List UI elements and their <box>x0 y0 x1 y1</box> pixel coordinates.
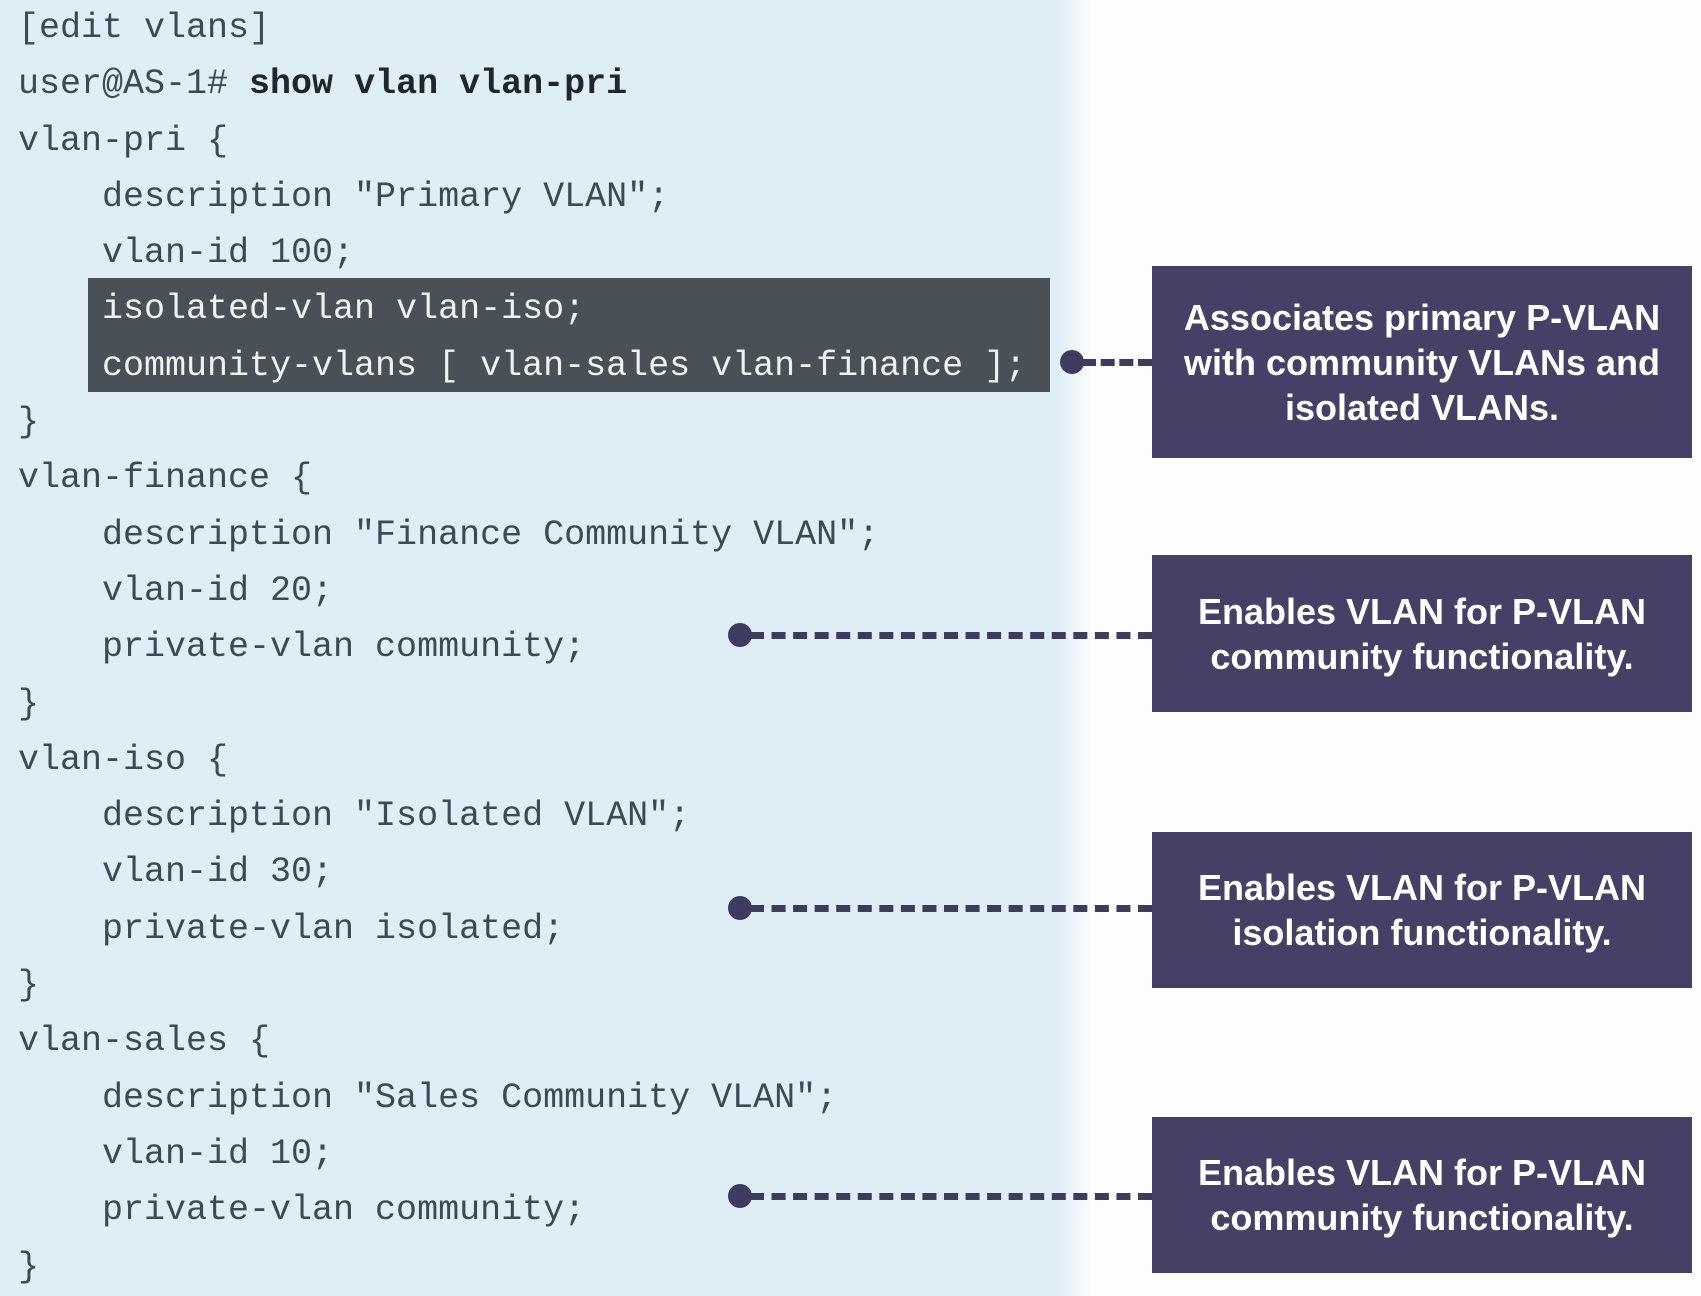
cli-text: vlan-finance { <box>18 458 313 499</box>
code-line: } <box>18 676 1075 732</box>
code-line: vlan-id 20; <box>18 563 1075 619</box>
cli-text: vlan-id 10; <box>18 1133 334 1174</box>
callout-isolated-vlan: Enables VLAN for P-VLAN isolation functi… <box>1152 832 1692 988</box>
panel-edge-fade <box>1058 0 1092 1296</box>
code-line: private-vlan isolated; <box>18 901 1075 957</box>
cli-text: vlan-iso { <box>18 739 229 780</box>
callout-text: Enables VLAN for P-VLAN community functi… <box>1197 1152 1647 1238</box>
cli-text: vlan-id 30; <box>18 852 334 893</box>
cli-text: user@AS-1# <box>18 64 250 105</box>
code-line: vlan-finance { <box>18 450 1075 506</box>
cli-code-block: [edit vlans] user@AS-1# show vlan vlan-pr… <box>18 0 1075 1295</box>
code-line: } <box>18 957 1075 1013</box>
code-line: } <box>18 394 1075 450</box>
code-line: } <box>18 1239 1075 1295</box>
cli-text: vlan-pri { <box>18 120 229 161</box>
code-line: user@AS-1# show vlan vlan-pri <box>18 56 1075 112</box>
code-line: private-vlan community; <box>18 1182 1075 1238</box>
terminal-output-panel <box>0 0 1058 1296</box>
cli-text: community-vlans [ vlan-sales vlan-financ… <box>18 345 1027 386</box>
callout-finance-community-vlan: Enables VLAN for P-VLAN community functi… <box>1152 555 1692 712</box>
cli-text: } <box>18 965 40 1006</box>
connector-dot <box>728 623 752 647</box>
connector-dot <box>728 896 752 920</box>
cli-text: [edit vlans] <box>18 8 271 48</box>
callout-text: Enables VLAN for P-VLAN isolation functi… <box>1197 867 1647 953</box>
callout-sales-community-vlan: Enables VLAN for P-VLAN community functi… <box>1152 1117 1692 1273</box>
cli-text: description "Primary VLAN"; <box>18 176 670 217</box>
connector-dashed-line <box>750 905 1152 912</box>
connector-dashed-line <box>1082 359 1152 366</box>
callout-text: Associates primary P-VLAN with community… <box>1183 296 1661 428</box>
code-line: vlan-id 30; <box>18 844 1075 900</box>
cli-text: isolated-vlan vlan-iso; <box>18 289 586 330</box>
code-line: community-vlans [ vlan-sales vlan-financ… <box>18 338 1075 394</box>
callout-text: Enables VLAN for P-VLAN community functi… <box>1197 590 1647 677</box>
code-line: description "Isolated VLAN"; <box>18 788 1075 844</box>
code-line: vlan-pri { <box>18 113 1075 169</box>
code-line: vlan-id 100; <box>18 225 1075 281</box>
cli-text: } <box>18 402 40 443</box>
cli-text: } <box>18 1246 40 1287</box>
code-line: vlan-sales { <box>18 1013 1075 1069</box>
code-line: description "Finance Community VLAN"; <box>18 507 1075 563</box>
code-line: vlan-id 10; <box>18 1126 1075 1182</box>
connector-dot <box>728 1184 752 1208</box>
cli-command-text: show vlan vlan-pri <box>249 64 628 105</box>
connector-dashed-line <box>750 1193 1152 1200</box>
code-line: description "Sales Community VLAN"; <box>18 1070 1075 1126</box>
code-line: vlan-iso { <box>18 732 1075 788</box>
cli-text: private-vlan community; <box>18 627 586 668</box>
code-line: isolated-vlan vlan-iso; <box>18 281 1075 337</box>
cli-text: vlan-id 100; <box>18 233 355 274</box>
cli-text: private-vlan isolated; <box>18 908 565 949</box>
code-line: description "Primary VLAN"; <box>18 169 1075 225</box>
code-line: [edit vlans] <box>18 0 1075 56</box>
cli-text: vlan-id 20; <box>18 570 334 611</box>
cli-text: description "Isolated VLAN"; <box>18 796 691 837</box>
connector-dashed-line <box>750 632 1152 639</box>
cli-text: description "Finance Community VLAN"; <box>18 514 880 555</box>
cli-text: vlan-sales { <box>18 1021 271 1062</box>
code-line: private-vlan community; <box>18 619 1075 675</box>
cli-text: description "Sales Community VLAN"; <box>18 1077 838 1118</box>
callout-primary-pvlan-association: Associates primary P-VLAN with community… <box>1152 266 1692 458</box>
code-highlight-box <box>88 278 1050 392</box>
cli-text: private-vlan community; <box>18 1190 586 1231</box>
connector-dot <box>1060 350 1084 374</box>
cli-text: } <box>18 683 40 724</box>
